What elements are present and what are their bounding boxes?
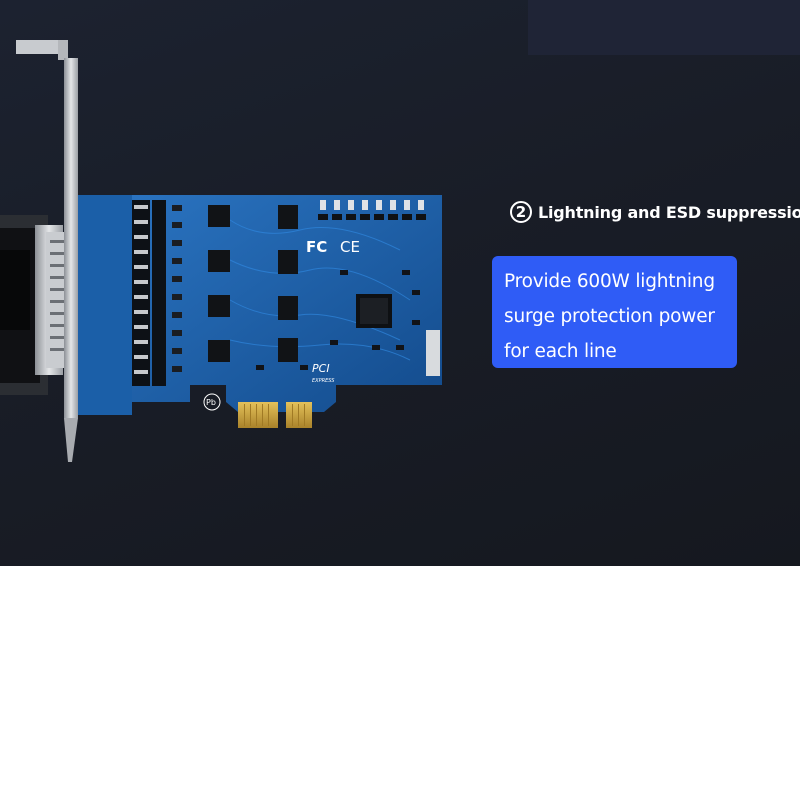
callout-line: surge protection power — [504, 306, 715, 327]
dark-background: FC CE PCI EXPRESS Pb 2 Lightning and ESD… — [0, 0, 800, 566]
pci-express-subtext: EXPRESS — [312, 378, 335, 384]
callout-line: Provide 600W lightning — [504, 271, 715, 292]
pcie-serial-card-photo: FC CE PCI EXPRESS Pb — [0, 40, 442, 462]
callout-line: for each line — [504, 341, 617, 362]
pcb-board: FC CE PCI EXPRESS Pb — [78, 195, 442, 428]
feature-heading-text: Lightning and ESD suppression — [538, 202, 800, 222]
db-connector — [0, 215, 68, 395]
feature-callout-box: Provide 600W lightning surge protection … — [492, 256, 737, 368]
background-shade — [528, 0, 800, 55]
feature-heading: 2 Lightning and ESD suppression — [510, 201, 800, 223]
ce-mark: CE — [340, 238, 360, 256]
fc-mark: FC — [306, 238, 327, 256]
feature-number-badge: 2 — [510, 201, 532, 223]
blank-lower-area — [0, 566, 800, 800]
pci-express-logo: PCI — [312, 362, 330, 375]
gold-fingers — [238, 402, 312, 428]
pb-mark: Pb — [206, 398, 216, 407]
metal-bracket — [16, 40, 78, 462]
